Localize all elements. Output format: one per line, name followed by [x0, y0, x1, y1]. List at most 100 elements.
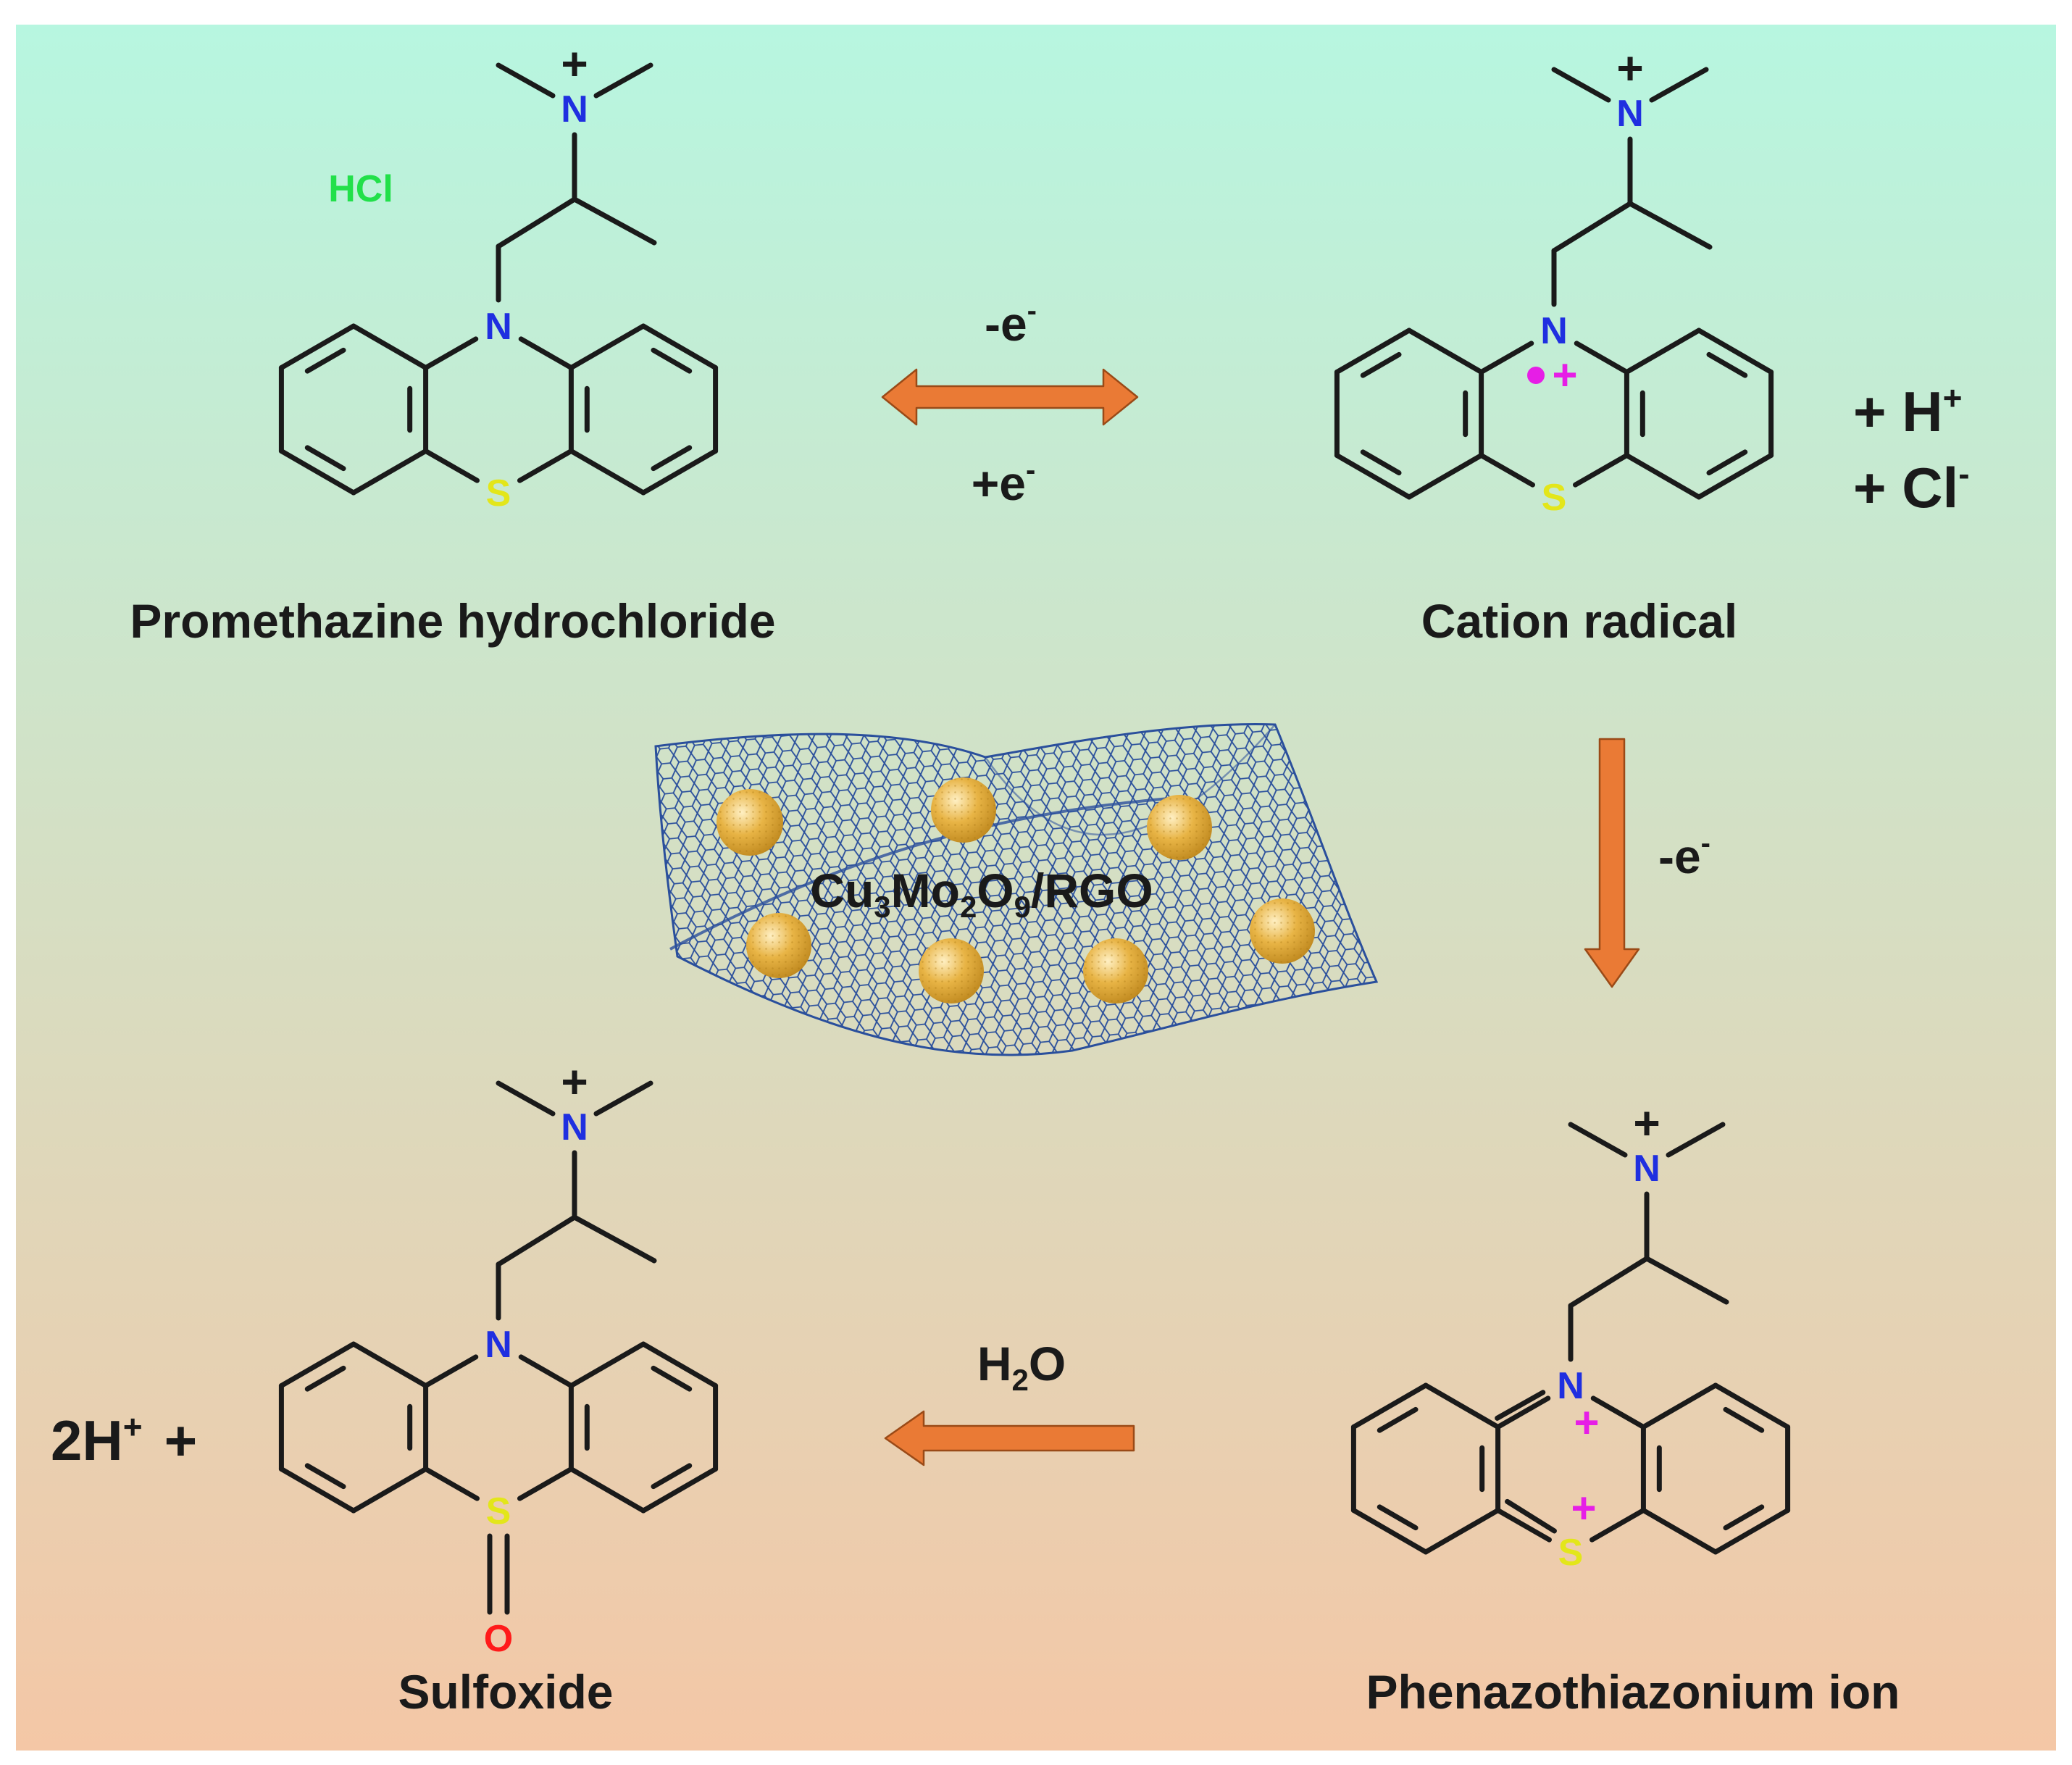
right-ring-bond: [1696, 453, 1774, 500]
methyl-bond: [572, 1214, 657, 1264]
ring-nitrogen: N: [1540, 310, 1568, 352]
catalyst-label: Cu3Mo2O9/RGO: [810, 864, 1153, 924]
left-ring-bond: [351, 448, 429, 496]
left-ring-bond: [1423, 1508, 1501, 1555]
left-ring-bond: [278, 323, 356, 370]
s-right-bond: [1589, 1508, 1646, 1543]
s-right-bond: [1573, 453, 1629, 488]
n-left-bond: [1495, 1395, 1551, 1430]
graphene-fold: [984, 724, 1276, 836]
sulfoxide-oxygen: O: [484, 1618, 513, 1660]
particle-group: [717, 777, 1315, 1003]
radical-dot: [1527, 367, 1545, 384]
left-ring-bond: [1406, 453, 1484, 500]
step1-oxidation-label: -e-: [985, 295, 1037, 351]
s-right-bond: [517, 448, 574, 483]
n-methyl-bond: [1551, 67, 1611, 103]
proton-byproduct: + H+: [1853, 379, 1962, 443]
right-ring-bond: [1640, 1382, 1718, 1430]
hydrolysis-arrow: [884, 1410, 1135, 1466]
cation-radical-name: Cation radical: [1421, 594, 1737, 648]
chain-bond: [1568, 1256, 1650, 1309]
left-ring-bond: [278, 1341, 356, 1388]
ring-nitrogen: N: [485, 1324, 512, 1366]
left-ring-bond: [278, 1466, 356, 1514]
s-left-bond: [423, 1466, 480, 1501]
amine-nitrogen: N: [561, 1106, 588, 1148]
step3-label: H2O: [977, 1337, 1066, 1397]
s-left-bond: [1495, 1508, 1552, 1543]
double-bond-inner: [1360, 351, 1402, 378]
n-left-bond: [423, 1354, 479, 1388]
left-ring-bond: [1423, 1382, 1501, 1430]
left-ring-bond: [1350, 1382, 1429, 1430]
left-ring-bond: [1350, 1508, 1429, 1555]
n-right-bond: [1590, 1395, 1646, 1430]
double-bond-inner: [304, 347, 346, 374]
nanoparticle-texture: [746, 913, 811, 978]
ammonium-charge: +: [1616, 42, 1643, 94]
right-ring-bond: [640, 1466, 719, 1514]
ammonium-charge: +: [1633, 1097, 1660, 1149]
promethazine-name: Promethazine hydrochloride: [130, 594, 775, 648]
nanoparticle-texture: [717, 789, 783, 856]
nanoparticle-texture: [1147, 795, 1212, 860]
double-bond-inner: [304, 1365, 346, 1392]
n-methyl-bond: [1568, 1122, 1628, 1158]
n-double-bond: [1495, 1390, 1546, 1421]
ring-nitrogen: N: [1557, 1365, 1584, 1407]
nanoparticle-texture: [1083, 938, 1148, 1003]
protons-released: 2H++: [51, 1408, 197, 1472]
ring-sulfur: S: [1558, 1532, 1584, 1574]
right-ring-bond: [1640, 1508, 1718, 1555]
s-right-bond: [517, 1466, 574, 1501]
left-ring-bond: [351, 323, 429, 370]
nitrogen-charge: +: [1574, 1398, 1599, 1447]
right-ring-bond: [568, 448, 646, 496]
double-bond-inner: [304, 445, 346, 472]
n-right-bond: [1574, 341, 1629, 375]
double-bond-inner: [1706, 449, 1748, 476]
ammonium-charge: +: [561, 1056, 588, 1108]
ring-sulfur: S: [486, 472, 511, 514]
chain-bond: [1551, 201, 1633, 254]
double-bond-inner: [1360, 449, 1402, 476]
left-ring-bond: [1334, 453, 1412, 500]
double-bond-inner: [651, 1463, 693, 1490]
methyl-bond: [572, 196, 657, 246]
arrow-layer: [881, 368, 1640, 1466]
step1-reduction-label: +e-: [972, 454, 1036, 510]
n-methyl-bond: [1649, 67, 1709, 103]
right-ring-bond: [1624, 327, 1702, 375]
chain-bond: [496, 196, 577, 249]
double-bond-inner: [651, 445, 693, 472]
ammonium-charge: +: [561, 38, 588, 90]
step2-label: -e-: [1658, 827, 1710, 883]
hcl-label: HCl: [328, 168, 393, 210]
catalyst-illustration: Cu3Mo2O9/RGO: [654, 723, 1379, 1056]
right-ring-bond: [1713, 1508, 1791, 1555]
double-bond-inner: [1706, 351, 1748, 378]
double-bond-inner: [304, 1463, 346, 1490]
n-methyl-bond: [496, 62, 556, 99]
double-bond-inner: [1377, 1406, 1419, 1433]
amine-nitrogen: N: [1616, 93, 1644, 135]
amine-nitrogen: N: [1633, 1148, 1660, 1190]
double-bond-inner: [651, 1365, 693, 1392]
left-ring-bond: [351, 1466, 429, 1514]
left-ring-bond: [351, 1341, 429, 1388]
methyl-bond: [1644, 1256, 1729, 1305]
double-bond-inner: [651, 347, 693, 374]
nanoparticle-texture: [931, 777, 996, 843]
chain-bond: [496, 1214, 577, 1267]
amine-nitrogen: N: [561, 88, 588, 130]
ring-sulfur: S: [486, 1490, 511, 1532]
right-ring-bond: [640, 323, 719, 370]
right-ring-bond: [640, 1341, 719, 1388]
n-left-bond: [1479, 341, 1534, 375]
left-ring-bond: [1406, 327, 1484, 375]
methyl-bond: [1627, 201, 1713, 250]
n-methyl-bond: [496, 1080, 556, 1117]
